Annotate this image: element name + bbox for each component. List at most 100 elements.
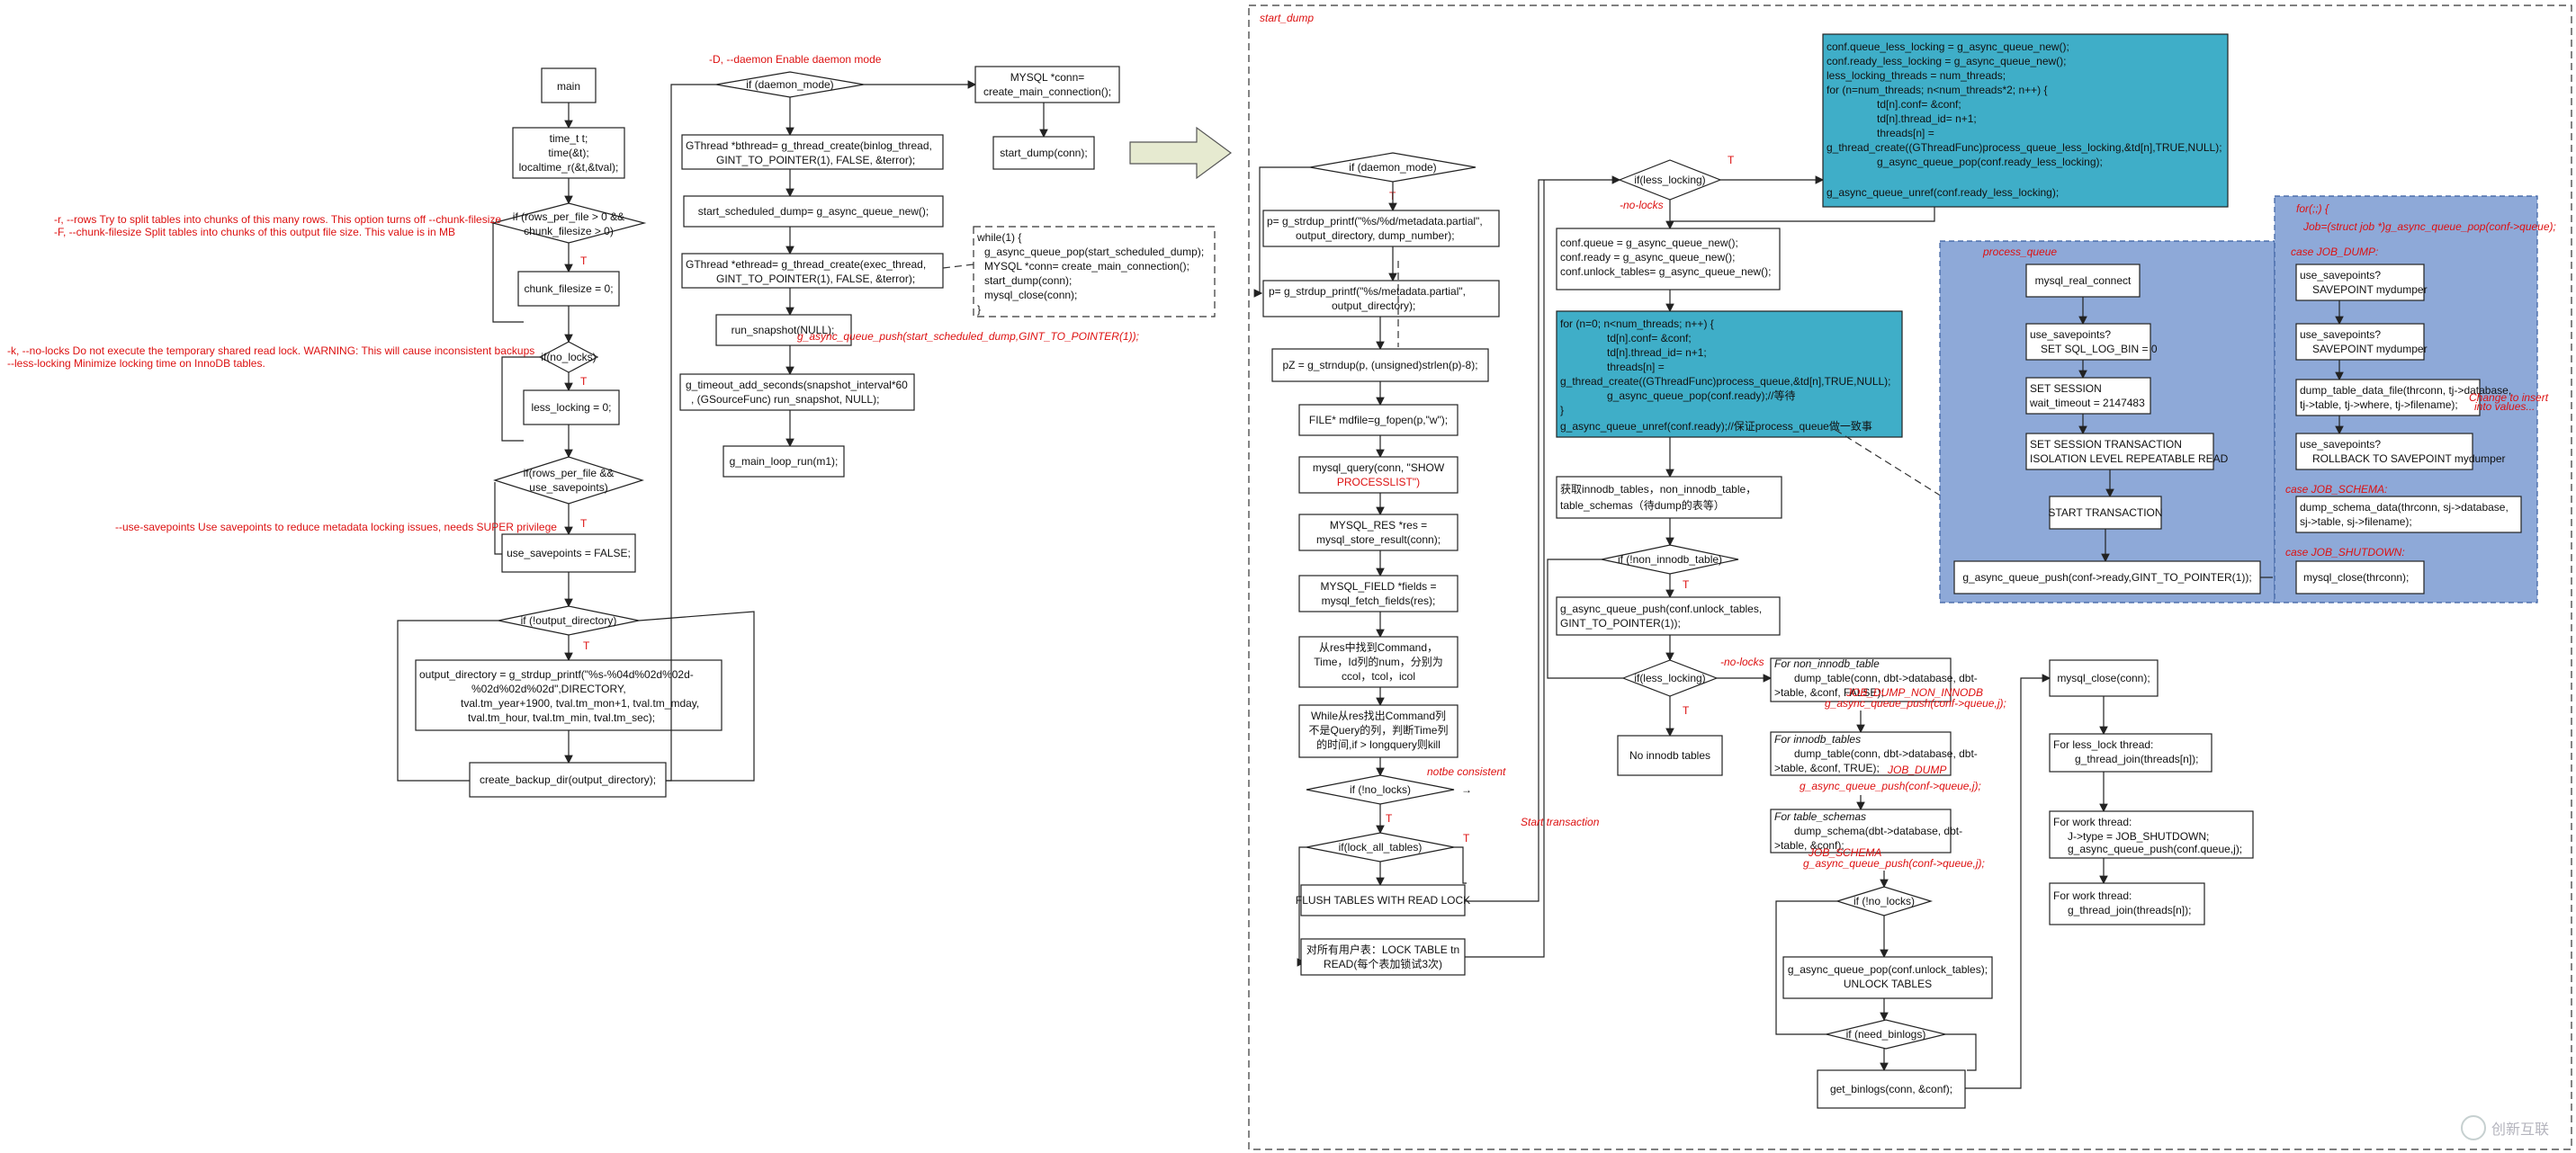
pq-iso-line-2: ISOLATION LEVEL REPEATABLE READ xyxy=(2030,452,2229,465)
time-line-2: time(&t); xyxy=(548,147,588,159)
start-dump-threads-column: if(less_locking) T -no-locks conf.queue_… xyxy=(1547,33,2229,776)
while-res-line-1: While从res找出Command列 xyxy=(1311,710,1446,722)
need-binlogs-cond-label: if (need_binlogs) xyxy=(1846,1028,1926,1041)
while-line-4: start_dump(conn); xyxy=(984,274,1072,287)
query-line-1: mysql_query(conn, "SHOW xyxy=(1313,461,1445,474)
work-thread-join-box xyxy=(2049,882,2205,925)
less-locking-option-note: --less-locking Minimize locking time on … xyxy=(7,357,265,370)
true-label: T xyxy=(1683,578,1690,591)
timeout-line-2: , (GSourceFunc) run_snapshot, NULL); xyxy=(691,393,879,406)
worker-threads-box xyxy=(1556,310,1903,438)
pq-start-label: START TRANSACTION xyxy=(2048,506,2162,519)
start-scheduled-box xyxy=(683,195,944,228)
push-queue-note-2: g_async_queue_push(conf->queue,j); xyxy=(1800,780,1981,792)
innodb-dump-box xyxy=(1770,731,1952,776)
outdir-line-1: output_directory = g_strdup_printf("%s-%… xyxy=(419,668,694,681)
less-locking-box xyxy=(523,389,620,425)
jd-sp1-line-2: SAVEPOINT mydumper xyxy=(2312,283,2428,296)
job-pop-note: Job=(struct job *)g_async_queue_pop(conf… xyxy=(2302,220,2556,233)
change-insert-note-2: into values... xyxy=(2474,400,2535,413)
timeout-line-1: g_timeout_add_seconds(snapshot_interval*… xyxy=(686,379,908,391)
innodb-dump-line-3: >table, &conf, TRUE); xyxy=(1774,762,1880,774)
p-metadata-line-1: p= g_strdup_printf("%s/metadata.partial"… xyxy=(1269,285,1466,298)
ethread-line-2: GINT_TO_POINTER(1), FALSE, &terror); xyxy=(716,273,915,285)
non-innodb-condition xyxy=(1601,544,1739,575)
for-threads-line-6: g_async_queue_pop(conf.ready);//等待 xyxy=(1607,389,1795,402)
conf-less-line-3: less_locking_threads = num_threads; xyxy=(1827,69,2006,82)
main-box xyxy=(541,67,597,103)
find-columns-box xyxy=(1298,636,1459,688)
time-line-3: localtime_r(&t,&tval); xyxy=(519,161,619,174)
conf-queue-box xyxy=(1556,228,1781,290)
savepoints-condition xyxy=(493,456,644,505)
jd-dump-line-2: tj->table, tj->where, tj->filename); xyxy=(2300,398,2458,411)
jd-close-box xyxy=(2295,560,2425,594)
flush-box xyxy=(1300,884,1466,916)
outdir-line-2: %02d%02d%02d",DIRECTORY, xyxy=(471,683,626,695)
pz-label: pZ = g_strndup(p, (unsigned)strlen(p)-8)… xyxy=(1282,359,1477,371)
start-scheduled-label: start_scheduled_dump= g_async_queue_new(… xyxy=(698,205,929,218)
for-loop-note: for(;;) { xyxy=(2296,202,2329,215)
chunk-option-note: -F, --chunk-filesize Split tables into c… xyxy=(54,226,455,238)
conf-less-line-6: td[n].thread_id= n+1; xyxy=(1877,112,1977,125)
no-locks-2-cond-label: if (!no_locks) xyxy=(1350,783,1411,796)
mysql-close-box xyxy=(2049,659,2159,697)
while-res-line-2: 不是Query的列，判断Time列 xyxy=(1309,723,1449,737)
work-thread2-line-1: For work thread: xyxy=(2053,889,2132,902)
non-innodb-dump-line-3: >table, &conf, FALSE); xyxy=(1774,686,1884,699)
pop-unlock-box xyxy=(1782,956,1993,999)
work-thread-shutdown-box xyxy=(2049,810,2254,859)
less-lock-thread-line-2: g_thread_join(threads[n]); xyxy=(2075,753,2198,765)
no-locks-3-cond-label: if (!no_locks) xyxy=(1853,895,1915,907)
p-metadata-line-2: output_directory); xyxy=(1332,299,1415,312)
pq-push-label: g_async_queue_push(conf->ready,GINT_TO_P… xyxy=(1962,571,2251,584)
less-locking-cond-label: if(less_locking) xyxy=(1634,174,1705,186)
pq-binlog-box xyxy=(2025,323,2151,361)
main-loop-label: g_main_loop_run(m1); xyxy=(730,455,839,468)
watermark-text: 创新互联 xyxy=(2491,1122,2550,1138)
true-label: T xyxy=(580,255,588,267)
get-tables-box xyxy=(1556,476,1782,519)
main-label: main xyxy=(557,80,580,93)
fopen-box xyxy=(1298,404,1459,436)
for-threads-line-2: td[n].conf= &conf; xyxy=(1607,332,1692,344)
arrow-right-icon: → xyxy=(1461,783,1472,796)
p-metadata-partial-box xyxy=(1262,210,1500,247)
start-dump-region xyxy=(1248,4,2572,1150)
push-unlock-line-1: g_async_queue_push(conf.unlock_tables, xyxy=(1560,603,1762,615)
innodb-dump-line-1: For innodb_tables xyxy=(1774,733,1861,746)
work-thread1-line-1: For work thread: xyxy=(2053,816,2132,828)
true-label: T xyxy=(1463,832,1470,845)
daemon-option-note: -D, --daemon Enable daemon mode xyxy=(709,53,882,66)
pq-iso-line-1: SET SESSION TRANSACTION xyxy=(2030,438,2182,451)
no-innodb-label: No innodb tables xyxy=(1629,749,1710,762)
run-snapshot-box xyxy=(715,314,852,346)
jd-schema-box xyxy=(2295,496,2522,533)
get-binlogs-box xyxy=(1817,1069,1966,1109)
lock-table-line-2: READ(每个表加锁试3次) xyxy=(1324,957,1442,970)
conf-less-line-2: conf.ready_less_locking = g_async_queue_… xyxy=(1827,55,2067,67)
true-label: T xyxy=(1683,704,1690,717)
pq-binlog-line-1: use_savepoints? xyxy=(2030,328,2111,341)
chunk-box xyxy=(517,271,620,307)
pq-connect-label: mysql_real_connect xyxy=(2035,274,2132,287)
while-line-5: mysql_close(conn); xyxy=(984,289,1077,301)
big-arrow-icon xyxy=(1129,126,1233,180)
conf-less-line-1: conf.queue_less_locking = g_async_queue_… xyxy=(1827,40,2069,53)
pop-unlock-line-2: UNLOCK TABLES xyxy=(1844,978,1932,990)
query-box xyxy=(1298,456,1459,494)
pq-isolation-box xyxy=(2025,433,2214,470)
jd-sp2-line-2: SAVEPOINT mydumper xyxy=(2312,343,2428,355)
no-innodb-box xyxy=(1617,735,1723,776)
jd-savepoint-1-box xyxy=(2295,264,2425,301)
pq-session-line-2: wait_timeout = 2147483 xyxy=(2029,397,2145,409)
start-transaction-note: Start transaction xyxy=(1521,816,1600,828)
savepoints-option-note: --use-savepoints Use savepoints to reduc… xyxy=(115,521,557,533)
rows-option-note: -r, --rows Try to split tables into chun… xyxy=(54,213,501,226)
no-locks-label-2: -no-locks xyxy=(1720,656,1764,668)
less-locking-threads-box xyxy=(1822,33,2229,208)
chunk-label: chunk_filesize = 0; xyxy=(524,282,613,295)
query-line-2: PROCESSLIST") xyxy=(1337,476,1420,488)
true-label: T xyxy=(1386,812,1393,825)
work-thread1-line-2: J->type = JOB_SHUTDOWN; xyxy=(2068,830,2209,843)
